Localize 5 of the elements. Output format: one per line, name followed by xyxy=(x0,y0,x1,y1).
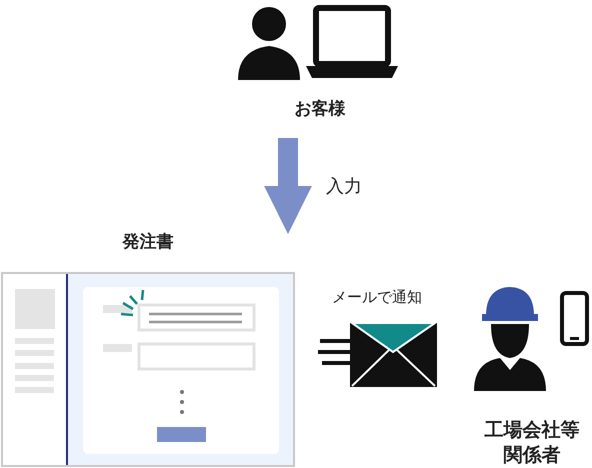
node-label: 工場会社等関係者 xyxy=(484,418,580,468)
note-text: メールで通知 xyxy=(332,288,422,307)
node-label: お客様 xyxy=(294,98,346,120)
arrow xyxy=(264,138,312,234)
node-label: 発注書 xyxy=(121,231,174,254)
